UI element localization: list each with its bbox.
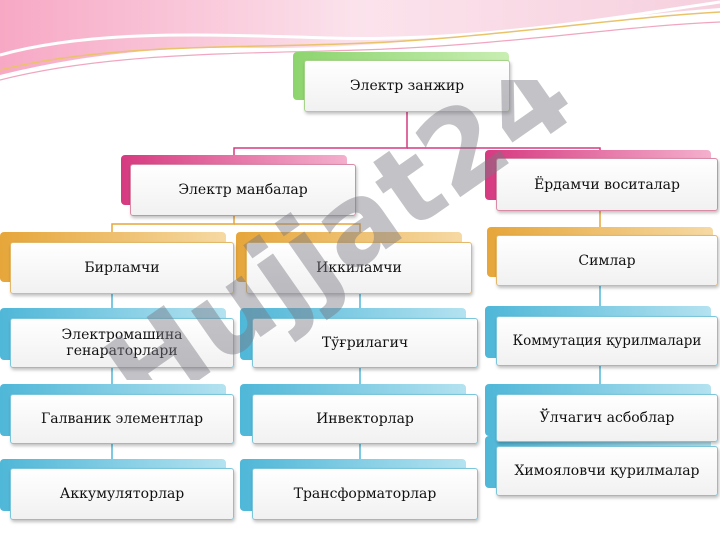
node-electromachine-line1: Электромашина (61, 327, 183, 343)
node-accumulators: Аккумуляторлар (10, 468, 234, 520)
node-transformers: Трансформаторлар (252, 468, 478, 520)
node-switching-devices: Коммутация қурилмалари (496, 316, 718, 366)
node-measuring-instruments: Ўлчагич асбоблар (496, 394, 718, 442)
node-electric-circuit: Электр занжир (304, 60, 510, 112)
header-wave-decoration (0, 0, 720, 81)
node-electromachine-generators: Электромашина генараторлари (10, 318, 234, 368)
watermark: Hujjat24 (83, 80, 596, 380)
node-auxiliary-means: Ёрдамчи воситалар (496, 158, 718, 211)
node-galvanic-elements: Галваник элементлар (10, 394, 234, 444)
node-electric-sources: Электр манбалар (130, 164, 356, 216)
node-protective-devices: Химояловчи қурилмалар (496, 446, 718, 496)
node-secondary: Иккиламчи (246, 242, 472, 294)
node-inverters: Инвекторлар (252, 394, 478, 444)
node-electromachine-line2: генараторлари (66, 343, 178, 359)
node-primary: Бирламчи (10, 242, 234, 294)
node-wires: Симлар (496, 235, 718, 286)
watermark-text: Hujjat24 (83, 80, 596, 380)
node-rectifier: Тўғрилагич (252, 318, 478, 368)
